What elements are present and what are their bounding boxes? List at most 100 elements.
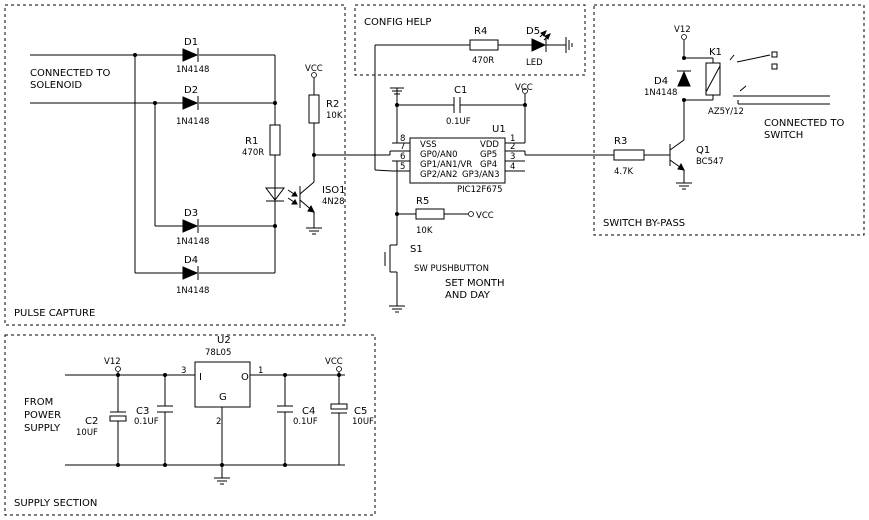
power-note-line3: SUPPLY — [24, 423, 61, 434]
d4b-ref: D4 — [654, 76, 668, 87]
d3-ref: D3 — [184, 208, 198, 219]
switch-bypass-circuit — [669, 34, 830, 190]
u1-pin-gp3: GP3/AN3 — [462, 170, 500, 180]
pulse-capture-box — [4, 4, 346, 326]
r1-ref: R1 — [245, 136, 258, 147]
r2-resistor — [308, 94, 320, 124]
d2-diode-symbol — [182, 96, 199, 110]
c3-value: 0.1UF — [134, 417, 159, 427]
r1-value: 470R — [242, 148, 264, 158]
d4-flyback-diode-symbol — [677, 70, 691, 87]
c3-ref: C3 — [136, 406, 149, 417]
u1-pin-gp4: GP4 — [480, 160, 497, 170]
solenoid-note-line2: SOLENOID — [30, 80, 82, 91]
r2-value: 10K — [326, 111, 343, 121]
iso1-ref: ISO1 — [322, 185, 346, 196]
u1-pin-1-num: 1 — [510, 134, 515, 144]
u1-pin-7-num: 7 — [400, 142, 405, 152]
u1-pin-4-num: 4 — [510, 162, 515, 172]
vcc-label-u1: VCC — [515, 83, 533, 93]
u1-microcontroller — [392, 137, 525, 184]
u1-pin-gp0: GP0/AN0 — [420, 150, 458, 160]
u2-num-in: 3 — [181, 366, 186, 376]
c1-ref: C1 — [454, 85, 467, 96]
d3-diode-symbol — [182, 219, 199, 233]
u2-value: 78L05 — [205, 348, 231, 358]
d4-value: 1N4148 — [176, 286, 209, 296]
c4-value: 0.1UF — [293, 417, 318, 427]
switch-note-line2: SWITCH — [764, 130, 803, 141]
set-note-line2: AND DAY — [445, 290, 491, 301]
solenoid-note-line1: CONNECTED TO — [30, 68, 111, 79]
pulse-capture-label: PULSE CAPTURE — [14, 308, 95, 319]
supply-circuit — [65, 361, 348, 485]
u1-pin-gp5: GP5 — [480, 150, 497, 160]
u1-pin-gp1: GP1/AN1/VR — [420, 160, 472, 170]
r5-resistor — [415, 208, 445, 220]
d5-ref: D5 — [526, 26, 540, 37]
config-help-label: CONFIG HELP — [364, 17, 431, 28]
r3-resistor — [613, 149, 645, 161]
c2-ref: C2 — [85, 416, 98, 427]
vcc-label-supply: VCC — [325, 357, 343, 367]
v12-label-supply: V12 — [104, 357, 121, 367]
diode-bridge — [30, 48, 277, 280]
u1-pin-6-num: 6 — [400, 152, 405, 162]
vcc-label-r5: VCC — [476, 211, 494, 221]
power-note-line2: POWER — [24, 410, 61, 421]
d1-diode-symbol — [182, 48, 199, 62]
d2-value: 1N4148 — [176, 117, 209, 127]
u2-pin-in: I — [199, 372, 202, 383]
c1-value: 0.1UF — [446, 117, 471, 127]
q1-value: BC547 — [696, 157, 724, 167]
u1-pin-gp2: GP2/AN2 — [420, 170, 458, 180]
u1-value: PIC12F675 — [457, 185, 503, 195]
switch-bypass-box — [593, 4, 865, 236]
vcc-label-r2: VCC — [305, 64, 323, 74]
s1-value: SW PUSHBUTTON — [414, 264, 489, 274]
u2-num-gnd: 2 — [216, 417, 221, 427]
switch-bypass-label: SWITCH BY-PASS — [603, 218, 685, 229]
d2-ref: D2 — [184, 85, 198, 96]
r1-resistor — [269, 124, 281, 156]
set-note-line1: SET MONTH — [445, 278, 505, 289]
s1-ref: S1 — [410, 244, 423, 255]
u2-pin-out: O — [241, 372, 249, 383]
u2-pin-gnd: G — [219, 392, 227, 403]
r4-value: 470R — [472, 56, 494, 66]
supply-section-box — [4, 334, 376, 516]
q1-ref: Q1 — [696, 145, 710, 156]
u2-num-out: 1 — [258, 366, 263, 376]
u2-ref: U2 — [217, 335, 231, 346]
u1-pin-vss: VSS — [420, 140, 437, 150]
d3-value: 1N4148 — [176, 237, 209, 247]
r2-ref: R2 — [326, 99, 339, 110]
d1-ref: D1 — [184, 37, 198, 48]
c5-value: 10UF — [352, 417, 374, 427]
d5-value: LED — [526, 58, 543, 68]
v12-label-relay: V12 — [674, 25, 691, 35]
k1-value: AZ5Y/12 — [708, 107, 744, 117]
k1-ref: K1 — [709, 47, 722, 58]
u1-pin-5-num: 5 — [400, 162, 405, 172]
u1-pin-vdd: VDD — [480, 140, 499, 150]
c5-ref: C5 — [354, 406, 367, 417]
d1-value: 1N4148 — [176, 65, 209, 75]
config-help-box — [354, 4, 586, 76]
r3-value: 4.7K — [614, 167, 634, 177]
d4-ref: D4 — [184, 255, 198, 266]
r5-value: 10K — [416, 226, 433, 236]
u1-pin-8-num: 8 — [400, 134, 405, 144]
r4-resistor — [469, 39, 499, 51]
switch-note-line1: CONNECTED TO — [764, 118, 845, 129]
c4-ref: C4 — [302, 406, 315, 417]
r4-ref: R4 — [474, 26, 487, 37]
r5-ref: R5 — [416, 196, 429, 207]
iso1-led-symbol — [265, 187, 285, 201]
d4b-value: 1N4148 — [644, 88, 677, 98]
iso1-value: 4N28 — [322, 197, 345, 207]
c1-decoupling — [390, 87, 528, 144]
d5-led-symbol — [531, 38, 547, 52]
config-help-circuit — [374, 30, 573, 170]
u1-pin-2-num: 2 — [510, 142, 515, 152]
